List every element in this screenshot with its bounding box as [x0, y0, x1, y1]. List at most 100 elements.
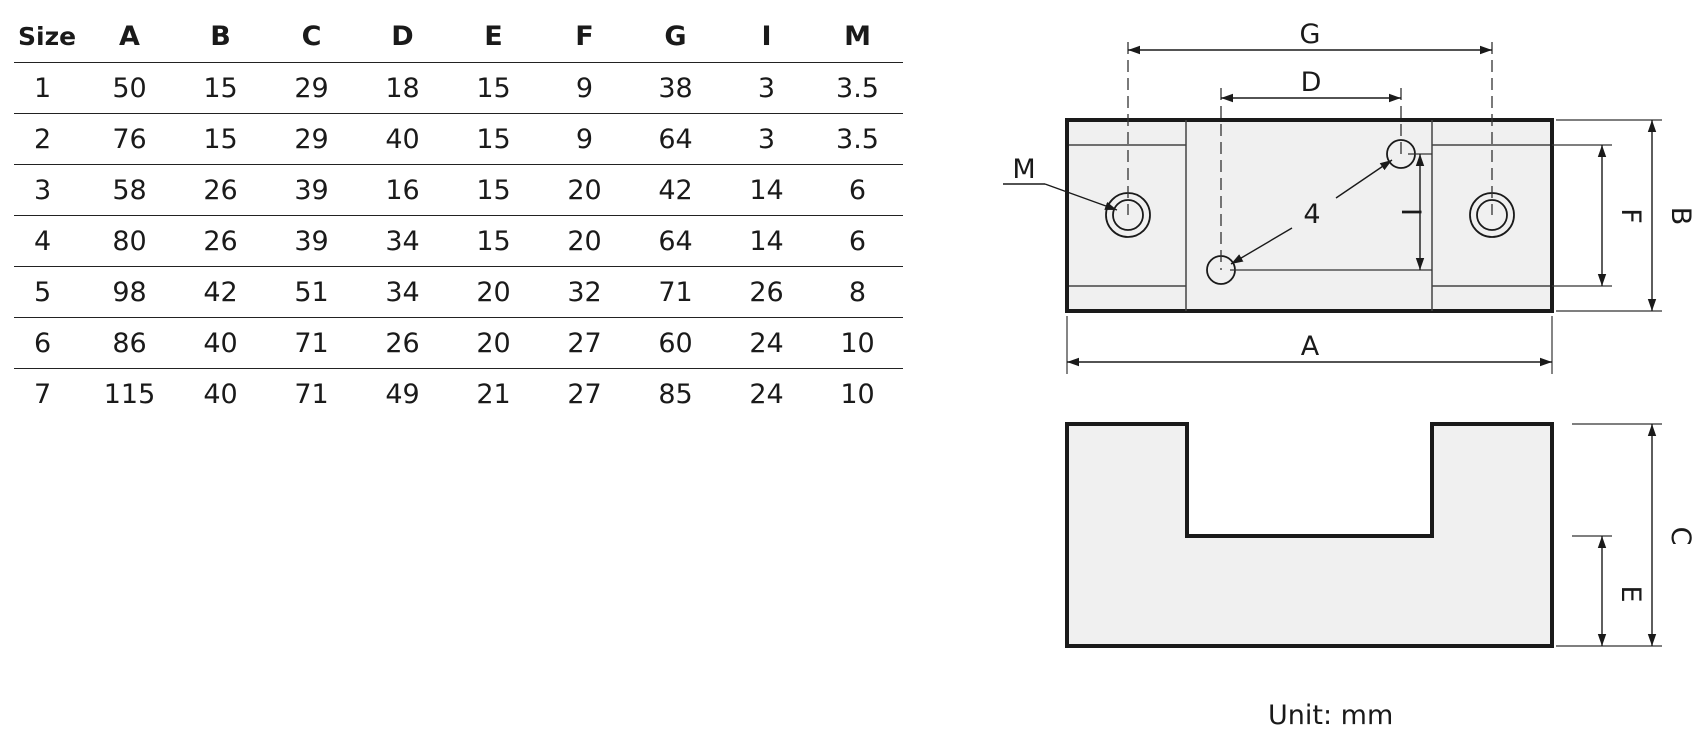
header-c: C: [301, 20, 322, 52]
hole-count-leader-upper: [1335, 159, 1393, 199]
value-cell: 64: [630, 113, 721, 165]
value-cell: 15: [448, 164, 539, 216]
label-i: I: [1395, 208, 1426, 216]
value-cell: 10: [812, 368, 903, 419]
label-a: A: [1301, 331, 1320, 362]
value-cell: 58: [84, 164, 175, 216]
value-cell: 71: [266, 368, 357, 419]
value-cell: 3.5: [812, 113, 903, 165]
header-g: G: [664, 20, 687, 52]
value-cell: 15: [448, 113, 539, 165]
value-cell: 18: [357, 62, 448, 114]
value-cell: 21: [448, 368, 539, 419]
value-cell: 15: [448, 62, 539, 114]
size-cell: 7: [14, 368, 84, 419]
callout-m: M: [1003, 154, 1118, 211]
value-cell: 50: [84, 62, 175, 114]
value-cell: 60: [630, 317, 721, 369]
value-cell: 86: [84, 317, 175, 369]
size-cell: 6: [14, 317, 84, 369]
dimension-i: I: [1230, 153, 1432, 271]
table-header-row: Size A B C D E F G I M: [14, 10, 903, 63]
value-cell: 15: [175, 62, 266, 114]
value-cell: 16: [357, 164, 448, 216]
label-d: D: [1301, 67, 1322, 98]
dimension-e: E: [1572, 535, 1646, 646]
value-cell: 32: [539, 266, 630, 318]
value-cell: 29: [266, 62, 357, 114]
m-leader-arrow: [1044, 183, 1118, 211]
size-cell: 1: [14, 62, 84, 114]
value-cell: 26: [175, 215, 266, 267]
value-cell: 42: [630, 164, 721, 216]
value-cell: 6: [812, 164, 903, 216]
size-cell: 3: [14, 164, 84, 216]
label-g: G: [1300, 19, 1321, 50]
hole-count-leader-lower: [1230, 227, 1293, 265]
unit-note: Unit: mm: [1268, 700, 1394, 731]
value-cell: 40: [357, 113, 448, 165]
label-m: M: [1012, 154, 1035, 185]
size-cell: 2: [14, 113, 84, 165]
dimension-a: A: [1066, 316, 1553, 374]
value-cell: 20: [448, 266, 539, 318]
value-cell: 40: [175, 368, 266, 419]
value-cell: 29: [266, 113, 357, 165]
dimension-g: G: [1128, 19, 1492, 55]
header-f: F: [575, 20, 594, 52]
label-b: B: [1665, 207, 1696, 226]
value-cell: 20: [539, 215, 630, 267]
dimension-f: F: [1552, 144, 1646, 287]
header-d: D: [391, 20, 414, 52]
dimension-d: D: [1221, 67, 1401, 103]
header-b: B: [210, 20, 231, 52]
value-cell: 3.5: [812, 62, 903, 114]
value-cell: 71: [266, 317, 357, 369]
value-cell: 27: [539, 317, 630, 369]
value-cell: 9: [539, 62, 630, 114]
value-cell: 64: [630, 215, 721, 267]
value-cell: 8: [812, 266, 903, 318]
label-e: E: [1615, 585, 1646, 602]
value-cell: 20: [448, 317, 539, 369]
side-view-outline: [1065, 422, 1554, 648]
header-e: E: [484, 20, 503, 52]
left-countersunk-hole-inner: [1112, 199, 1144, 231]
value-cell: 3: [721, 62, 812, 114]
value-cell: 98: [84, 266, 175, 318]
value-cell: 115: [84, 368, 175, 419]
value-cell: 15: [175, 113, 266, 165]
value-cell: 38: [630, 62, 721, 114]
value-cell: 51: [266, 266, 357, 318]
value-cell: 10: [812, 317, 903, 369]
value-cell: 26: [357, 317, 448, 369]
value-cell: 6: [812, 215, 903, 267]
label-c: C: [1665, 527, 1696, 546]
side-view: [1065, 422, 1554, 648]
header-size: Size: [18, 21, 77, 51]
value-cell: 15: [448, 215, 539, 267]
value-cell: 34: [357, 266, 448, 318]
value-cell: 39: [266, 164, 357, 216]
top-view: [1065, 42, 1554, 313]
dimension-b: B: [1556, 119, 1696, 312]
value-cell: 26: [721, 266, 812, 318]
value-cell: 14: [721, 164, 812, 216]
value-cell: 9: [539, 113, 630, 165]
value-cell: 24: [721, 317, 812, 369]
label-hole-count: 4: [1303, 199, 1320, 230]
callout-hole-count: 4: [1230, 159, 1393, 265]
value-cell: 49: [357, 368, 448, 419]
value-cell: 40: [175, 317, 266, 369]
value-cell: 71: [630, 266, 721, 318]
